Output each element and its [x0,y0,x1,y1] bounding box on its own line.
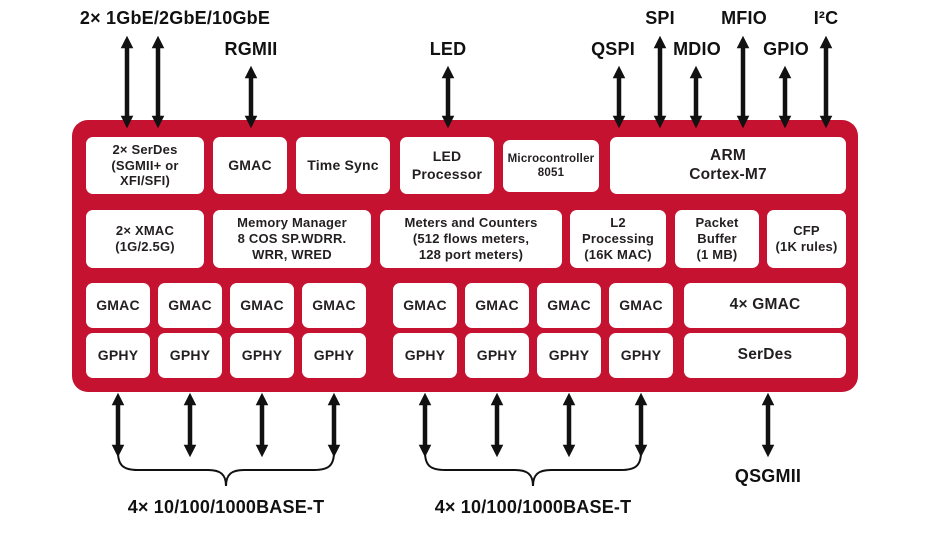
port-label-led: LED [429,39,467,59]
port-label-i2c: I²C [813,8,839,28]
port-label-mfio: MFIO [721,8,767,28]
port-label-mdio: MDIO [673,39,721,59]
block-gmac-2: GMAC [158,283,222,328]
port-label-spi: SPI [645,8,675,28]
port-label-baset-left: 4× 10/100/1000BASE-T [127,497,325,517]
block-led-processor: LED Processor [400,137,494,194]
block-cfp: CFP (1K rules) [767,210,846,268]
block-gphy-2: GPHY [158,333,222,378]
block-gmac-1: GMAC [86,283,150,328]
block-4x-gmac: 4× GMAC [684,283,846,328]
port-label-qsgmii: QSGMII [734,466,802,486]
block-gphy-1: GPHY [86,333,150,378]
block-gmac-6: GMAC [465,283,529,328]
block-gmac-7: GMAC [537,283,601,328]
brace-baset-right [424,451,642,487]
block-meters-counters: Meters and Counters (512 flows meters, 1… [380,210,562,268]
port-label-rgmii: RGMII [224,39,278,59]
block-gmac-4: GMAC [302,283,366,328]
block-gmac-5: GMAC [393,283,457,328]
block-gphy-4: GPHY [302,333,366,378]
block-gmac-top: GMAC [213,137,287,194]
block-serdes-top: 2× SerDes (SGMII+ or XFI/SFI) [86,137,204,194]
block-arm-cortex-m7: ARM Cortex-M7 [610,137,846,194]
block-xmac: 2× XMAC (1G/2.5G) [86,210,204,268]
block-gmac-3: GMAC [230,283,294,328]
block-time-sync: Time Sync [296,137,390,194]
block-gphy-7: GPHY [537,333,601,378]
block-memory-manager: Memory Manager 8 COS SP.WDRR. WRR, WRED [213,210,371,268]
port-label-baset-right: 4× 10/100/1000BASE-T [434,497,632,517]
block-l2-processing: L2 Processing (16K MAC) [570,210,666,268]
block-gphy-5: GPHY [393,333,457,378]
block-gphy-8: GPHY [609,333,673,378]
block-gmac-8: GMAC [609,283,673,328]
port-label-qspi: QSPI [591,39,635,59]
port-label-gpio: GPIO [763,39,809,59]
block-gphy-3: GPHY [230,333,294,378]
brace-baset-left [117,451,335,487]
block-packet-buffer: Packet Buffer (1 MB) [675,210,759,268]
port-label-multi-gbe: 2× 1GbE/2GbE/10GbE [79,8,271,28]
block-microcontroller: Microcontroller 8051 [503,140,599,192]
block-serdes-bottom: SerDes [684,333,846,378]
block-gphy-6: GPHY [465,333,529,378]
